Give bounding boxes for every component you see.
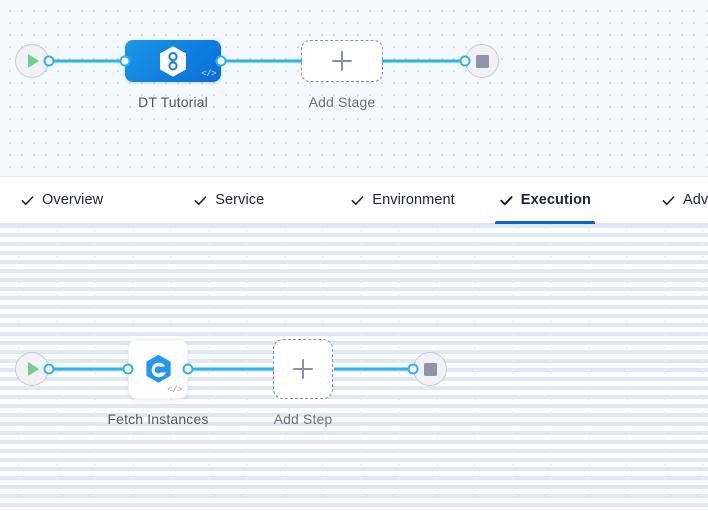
start-output-port[interactable] <box>43 55 55 67</box>
link-start-to-stage <box>46 59 130 63</box>
link-add-to-end <box>334 367 418 371</box>
stage-end-node[interactable] <box>459 44 499 78</box>
add-step-button[interactable] <box>273 339 333 399</box>
code-icon: </> <box>201 69 216 79</box>
tab-label: Advanced <box>683 192 708 208</box>
stop-circle[interactable] <box>465 44 499 78</box>
add-stage-label: Add Stage <box>308 94 376 110</box>
end-input-port[interactable] <box>407 363 419 375</box>
fetch-instances-hexagon-icon <box>145 354 171 383</box>
tab-overview[interactable]: Overview <box>16 177 107 223</box>
harness-hexagon-icon <box>160 45 186 77</box>
end-input-port[interactable] <box>459 55 471 67</box>
stop-icon <box>475 54 489 68</box>
stop-circle[interactable] <box>413 352 447 386</box>
tab-advanced[interactable]: Advanced <box>657 177 708 223</box>
stage-graph-canvas[interactable]: </> DT Tutorial Add Stage <box>0 0 708 176</box>
add-stage-button[interactable] <box>301 40 383 82</box>
start-circle[interactable] <box>15 44 49 78</box>
execution-step-canvas[interactable]: </> Fetch Instances Add Step <box>0 224 708 511</box>
plus-icon <box>293 359 313 379</box>
check-icon <box>662 195 675 205</box>
step-end-node[interactable] <box>407 352 447 386</box>
tab-label: Execution <box>520 192 591 208</box>
tab-label: Overview <box>42 192 104 208</box>
tab-label: Environment <box>372 192 455 208</box>
stage-pill[interactable]: </> <box>125 40 221 82</box>
tab-label: Service <box>215 192 265 208</box>
check-icon <box>21 195 34 205</box>
add-step-label: Add Step <box>273 411 333 427</box>
step-box[interactable]: </> <box>128 339 188 399</box>
check-icon <box>194 195 207 205</box>
tab-execution[interactable]: Execution <box>494 177 596 224</box>
add-stage-node[interactable]: Add Stage <box>301 40 383 110</box>
link-start-to-step <box>46 367 130 371</box>
plus-icon <box>332 51 352 71</box>
play-icon <box>28 362 39 376</box>
stage-input-port[interactable] <box>119 55 131 67</box>
play-icon <box>28 54 39 68</box>
link-stage-to-add <box>218 59 302 63</box>
stop-icon <box>423 362 437 376</box>
start-circle[interactable] <box>15 352 49 386</box>
step-node-fetch-instances[interactable]: </> Fetch Instances <box>107 339 208 427</box>
tab-service[interactable]: Service <box>189 177 268 223</box>
step-node-label: Fetch Instances <box>107 411 209 427</box>
step-start-node[interactable] <box>15 352 55 386</box>
step-output-port[interactable] <box>182 363 194 375</box>
step-input-port[interactable] <box>122 363 134 375</box>
add-step-node[interactable]: Add Step <box>273 339 333 427</box>
tab-environment[interactable]: Environment <box>346 177 459 223</box>
stage-node-label: DT Tutorial <box>138 94 208 110</box>
stage-start-node[interactable] <box>15 44 55 78</box>
link-add-to-end <box>382 59 470 63</box>
check-icon <box>500 195 513 205</box>
stage-config-tabs[interactable]: Overview Service Environment Execution A <box>0 176 708 224</box>
check-icon <box>351 195 364 205</box>
link-step-to-add <box>190 367 274 371</box>
start-output-port[interactable] <box>43 363 55 375</box>
stage-output-port[interactable] <box>215 55 227 67</box>
code-icon: </> <box>167 385 182 395</box>
stage-node-dt-tutorial[interactable]: </> DT Tutorial <box>119 40 227 110</box>
